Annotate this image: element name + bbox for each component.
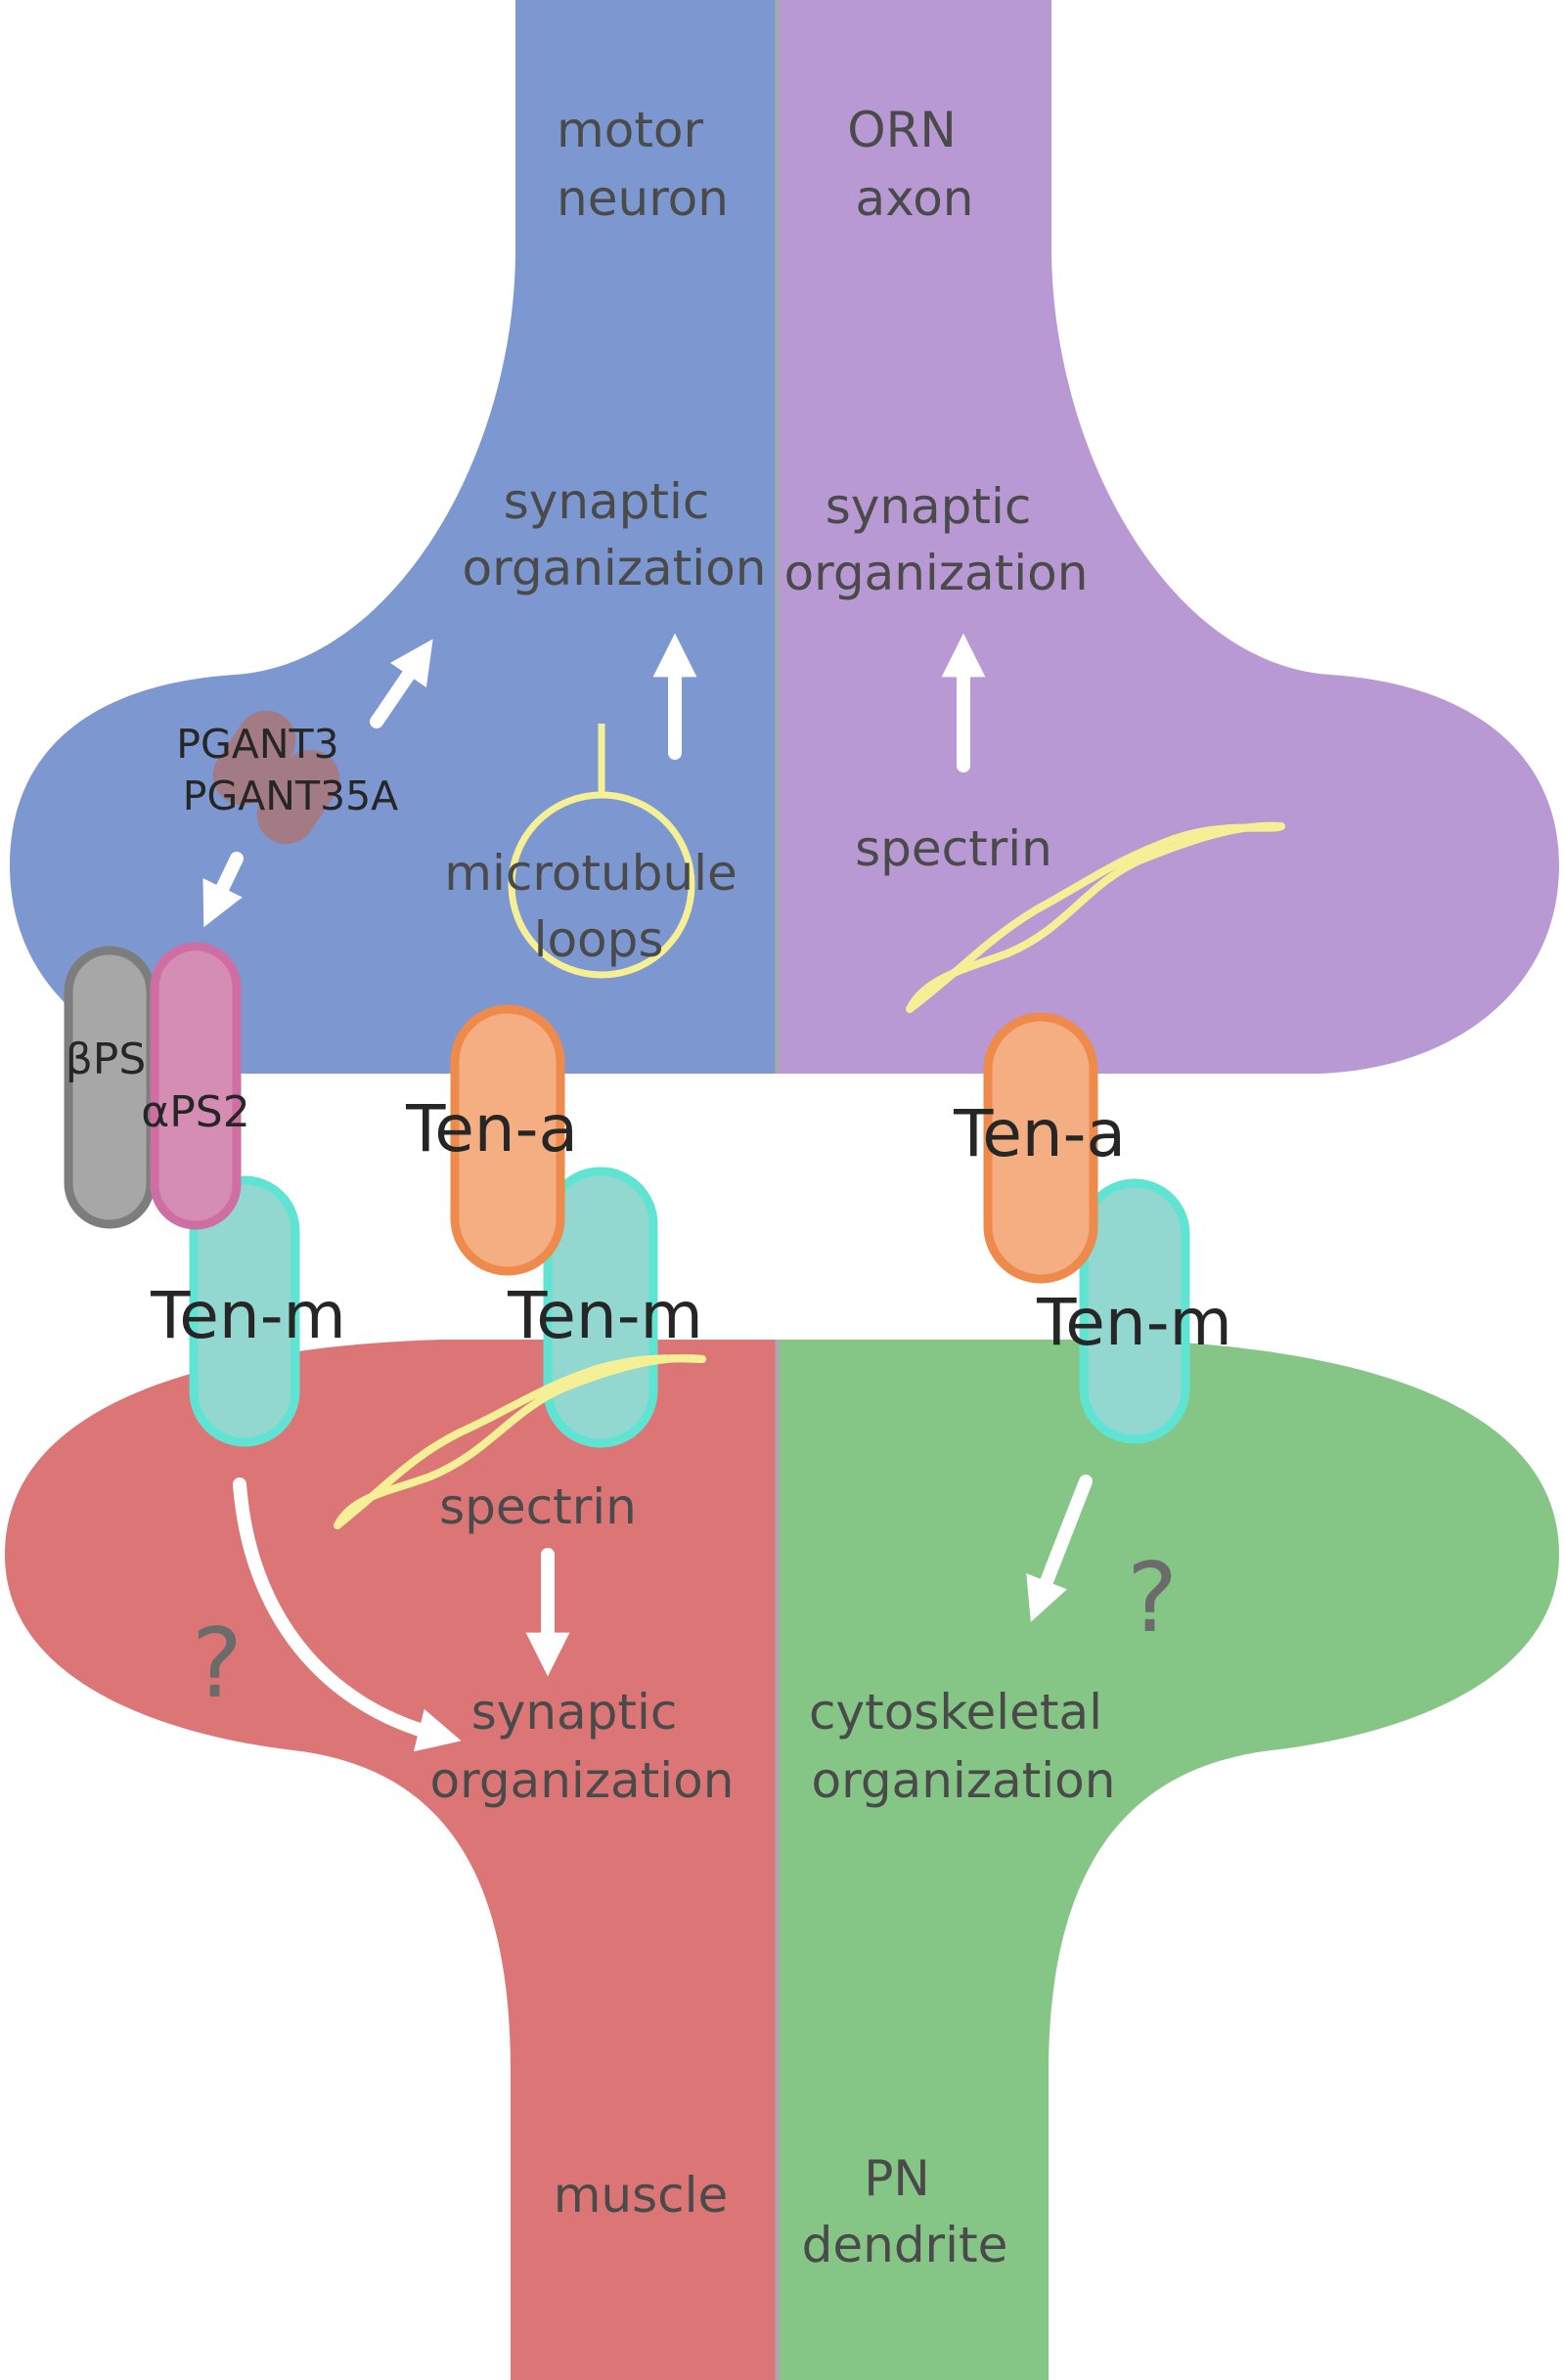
- pgant-label: PGANT3 PGANT35A: [176, 721, 398, 819]
- ten-m-middle-label: Ten-m: [507, 1278, 703, 1353]
- microtubule-loops-label: microtubule loops: [444, 845, 752, 968]
- ten-a-right-label: Ten-a: [953, 1096, 1126, 1171]
- synaptic-organization-muscle-label: synaptic organization: [430, 1684, 735, 1809]
- spectrin-orn-strand-b: [906, 821, 1285, 1013]
- pn-dendrite-region: [778, 1340, 1559, 2380]
- spectrin-orn-label: spectrin: [855, 820, 1052, 877]
- ten-m-right-label: Ten-m: [1036, 1285, 1232, 1360]
- spectrin-muscle-strand-b: [334, 1354, 706, 1529]
- ten-m-pn-arrow: [1026, 1475, 1093, 1622]
- pgant-up-arrow: [370, 639, 433, 728]
- ten-a-left-label: Ten-a: [405, 1091, 578, 1167]
- spectrin-orn-helix: [906, 821, 1285, 1013]
- muscle-region: [5, 1340, 778, 2380]
- ten-a-right-protein: [983, 1012, 1098, 1284]
- ten-m-left-protein: [189, 1175, 300, 1447]
- synaptic-organization-motor-label: synaptic organization: [463, 473, 767, 596]
- pn-dendrite-label: PN dendrite: [802, 2150, 1008, 2273]
- alpha-ps2-label: αPS2: [141, 1087, 249, 1137]
- question-mark-muscle: ?: [192, 1609, 243, 1720]
- pgant3-protein: [212, 710, 296, 806]
- pgant-enzymes: [212, 710, 340, 845]
- ten-m-muscle-curved-arrow: [233, 1477, 462, 1752]
- microtubule-loop: [508, 724, 695, 979]
- synaptic-organization-orn-label: synaptic organization: [784, 478, 1089, 601]
- motor-neuron-region: [10, 0, 778, 1074]
- signal-arrows: [202, 633, 1093, 1752]
- alpha-ps2-protein: [150, 942, 242, 1230]
- muscle-label: muscle: [554, 2167, 729, 2224]
- cytoskeletal-organization-label: cytoskeletal organization: [809, 1684, 1118, 1809]
- spectrin-muscle-helix: [334, 1354, 706, 1529]
- orn-axon-region: [778, 0, 1559, 1074]
- motor-neuron-label: motor neuron: [557, 102, 729, 227]
- ten-m-right-protein: [1079, 1178, 1190, 1444]
- spectrin-muscle-label: spectrin: [439, 1478, 637, 1535]
- orn-axon-label: ORN axon: [847, 102, 973, 227]
- beta-ps-protein: [64, 946, 156, 1229]
- pgant-down-arrow: [202, 852, 244, 928]
- question-mark-pn: ?: [1127, 1543, 1178, 1654]
- beta-ps-label: βPS: [66, 1035, 147, 1084]
- pgant35a-protein: [256, 749, 340, 845]
- ten-a-left-protein: [450, 1004, 565, 1276]
- ten-m-left-label: Ten-m: [150, 1278, 346, 1353]
